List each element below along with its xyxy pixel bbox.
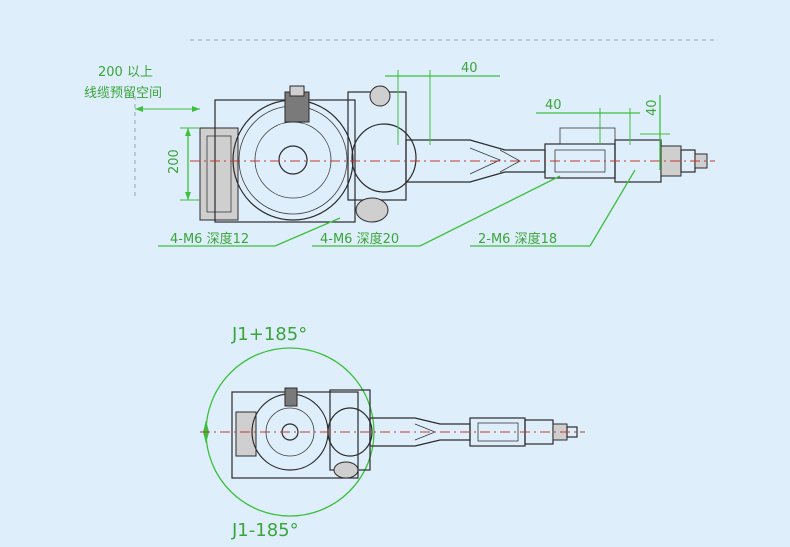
m6-18-leader: [589, 169, 636, 247]
width-dim-label: 200: [167, 149, 182, 174]
j1-motor: [284, 91, 310, 123]
top-40-label: 40: [461, 61, 478, 76]
top-view: [190, 85, 715, 223]
base-plate-inner: [206, 135, 232, 213]
top-dimensions: 200 以上 线缆预留空间 200 40 40 40 4-M6 深度12 4-M…: [84, 61, 670, 247]
base-plate-small: [235, 411, 257, 457]
j2-lower-cap: [355, 197, 389, 223]
j2-joint: [351, 123, 417, 193]
arrow-head: [192, 106, 200, 112]
forearm-small-inner: [477, 422, 519, 442]
j1-motor-cap: [289, 85, 305, 97]
mid-40-label: 40: [545, 98, 562, 113]
j2-cap-small: [333, 461, 359, 479]
right-40-label: 40: [645, 99, 660, 116]
arrow-head: [185, 128, 191, 136]
m6-depth12-label: 4-M6 深度12: [170, 231, 249, 247]
wire-space-value: 200 以上: [98, 65, 153, 80]
j1-housing-inner: [254, 121, 332, 199]
rotation-arrow: [203, 420, 209, 432]
j1-motor-small: [284, 387, 298, 407]
arrow-head: [185, 192, 191, 200]
j1-hub: [278, 145, 308, 175]
j1-minus-label: J1-185°: [231, 520, 299, 541]
j2-motor: [369, 85, 391, 107]
wire-space-caption: 线缆预留空间: [84, 85, 162, 101]
upper-arm-detail: [469, 147, 502, 175]
j2-housing-small: [329, 389, 371, 471]
arrow-head: [135, 106, 143, 112]
base-plate: [199, 127, 239, 221]
m6-depth20-label: 4-M6 深度20: [320, 231, 399, 247]
rotation-arrow: [203, 432, 209, 444]
m6-depth18-label: 2-M6 深度18: [478, 231, 557, 247]
m6-20-leader: [419, 175, 561, 247]
m6-12-leader: [274, 217, 341, 247]
forearm-top-cover: [559, 127, 616, 145]
j2-housing: [347, 91, 407, 201]
bottom-view: J1+185° J1-185°: [200, 324, 585, 541]
j1-plus-label: J1+185°: [231, 324, 307, 345]
